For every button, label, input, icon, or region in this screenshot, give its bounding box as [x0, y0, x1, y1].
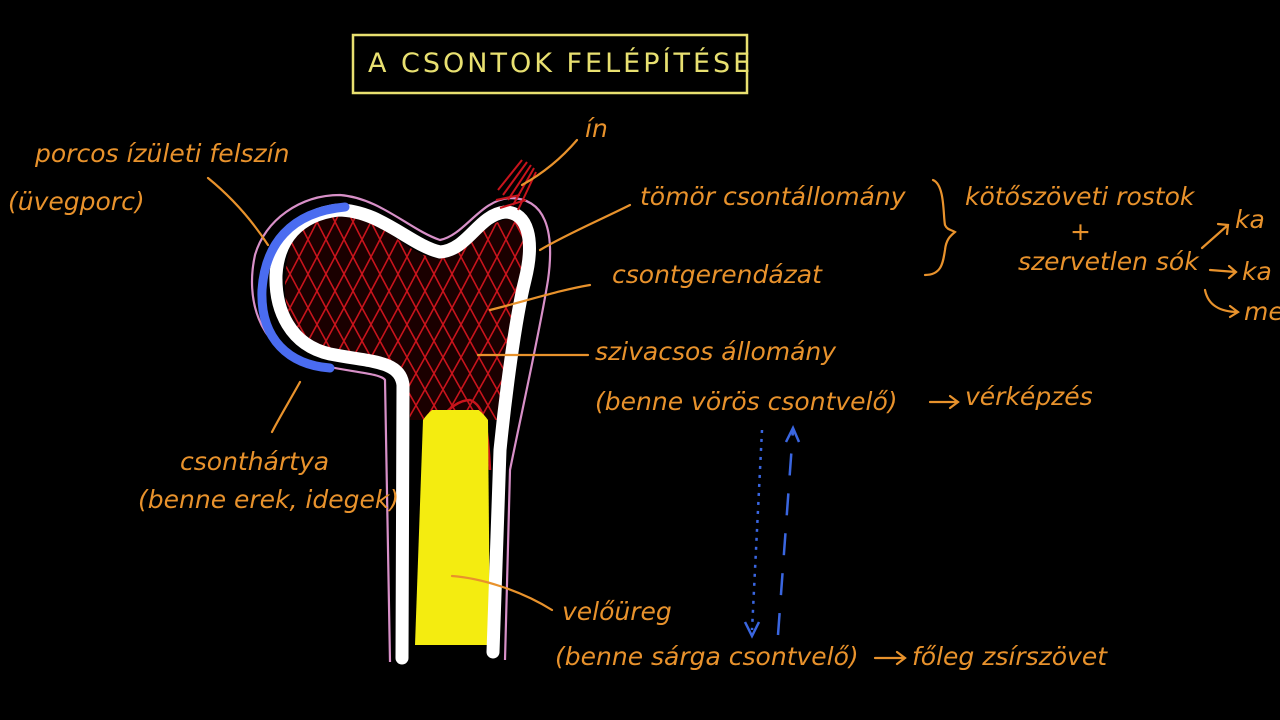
label-red-marrow: (benne vörös csontvelő)	[595, 387, 898, 416]
brace-composition	[923, 178, 957, 277]
label-mostly-fat: főleg zsírszövet	[912, 642, 1108, 671]
label-inorganic-salts: szervetlen sók	[1018, 247, 1200, 276]
pointer-tendon	[520, 138, 579, 187]
title-box	[351, 33, 749, 95]
label-collagen-fibers: kötőszöveti rostok	[965, 182, 1196, 211]
diagram-title: A CSONTOK FELÉPÍTÉSE	[368, 47, 753, 79]
compact-bone-wall	[269, 203, 536, 665]
arrow-salts-1	[1200, 222, 1230, 250]
label-trabeculae: csontgerendázat	[612, 260, 823, 289]
label-hematopoiesis: vérképzés	[965, 382, 1093, 411]
label-ka-1: ka	[1235, 205, 1265, 234]
label-ka-2: ka	[1242, 257, 1272, 286]
pointer-compact	[538, 203, 632, 252]
label-compact-bone: tömör csontállomány	[640, 182, 907, 211]
label-yellow-marrow: (benne sárga csontvelő)	[555, 642, 859, 671]
label-plus: +	[1070, 217, 1091, 246]
pointer-marrow-cavity	[450, 574, 554, 612]
label-spongy-bone: szivacsos állomány	[595, 337, 837, 366]
pointer-trabeculae	[488, 283, 592, 312]
marrow-conversion-arrows	[743, 425, 801, 639]
label-articular-surface: porcos ízületi felszín	[34, 139, 289, 168]
pointer-periosteum	[270, 380, 302, 434]
articular-cartilage	[257, 202, 350, 373]
label-marrow-cavity: velőüreg	[562, 597, 672, 626]
arrow-to-hematopoiesis	[928, 394, 960, 410]
label-vessels-nerves: (benne erek, idegek)	[138, 485, 399, 514]
arrow-salts-3	[1203, 288, 1240, 319]
label-me: me	[1244, 297, 1280, 326]
arrow-salts-2	[1208, 264, 1238, 280]
label-hyaline-cartilage: (üvegporc)	[8, 187, 145, 216]
label-tendon: ín	[585, 114, 608, 143]
label-periosteum: csonthártya	[180, 447, 329, 476]
pointer-cartilage	[206, 176, 270, 247]
arrow-to-fat	[873, 650, 907, 666]
yellow-marrow	[415, 410, 490, 645]
